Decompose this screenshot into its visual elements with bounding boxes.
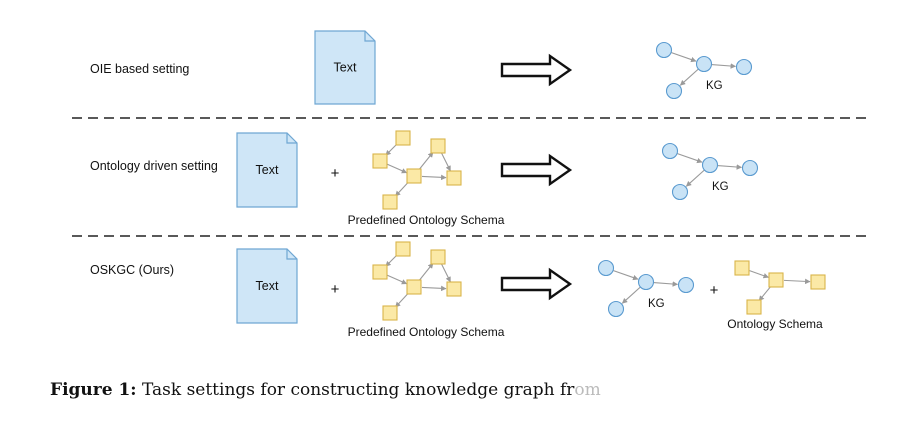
ontology-class-node (382, 305, 398, 321)
kg-node (607, 300, 625, 318)
graph-edge (395, 181, 409, 197)
ontology-class-node (382, 194, 398, 210)
document-icon (236, 132, 298, 208)
kg-node (741, 159, 759, 177)
kg-node (671, 183, 689, 201)
ontology-class-node (372, 153, 388, 169)
graph-edge (711, 63, 737, 69)
ontology-class-node (430, 249, 446, 265)
document-text: Text (256, 163, 279, 177)
document-fold-icon (286, 133, 297, 144)
document-text: Text (334, 61, 357, 75)
kg-node (665, 82, 683, 100)
graph-edge (676, 152, 703, 164)
graph-edge (679, 68, 699, 86)
predefined-schema-label: Predefined Ontology Schema (348, 325, 505, 339)
kg-node (695, 55, 713, 73)
ontology-class-node (446, 170, 462, 186)
graph-edge (717, 164, 743, 170)
kg-label: KG (706, 80, 723, 92)
graph-edge (670, 51, 697, 63)
graph-edge (653, 281, 679, 287)
kg-node (735, 58, 753, 76)
graph-edge (418, 151, 434, 171)
kg-node (701, 156, 719, 174)
ontology-class-node (406, 279, 422, 295)
graph-edge (421, 174, 447, 181)
ontology-class-node (810, 274, 826, 290)
predefined-schema-label: Predefined Ontology Schema (348, 213, 505, 227)
ontology-schema-label: Ontology Schema (727, 317, 823, 331)
kg-label: KG (648, 298, 665, 310)
transform-arrow-icon (500, 53, 573, 87)
ontology-class-node (430, 138, 446, 154)
plus-sign: + (331, 281, 340, 298)
plus-sign: + (710, 282, 719, 299)
document-icon (236, 248, 298, 324)
plus-sign: + (331, 165, 340, 182)
graph-edge (387, 163, 408, 174)
transform-arrow-icon (500, 267, 573, 301)
ontology-class-node (734, 260, 750, 276)
document-fold-icon (364, 31, 375, 42)
kg-node (655, 41, 673, 59)
figure-caption: Figure 1: Task settings for constructing… (50, 380, 601, 400)
kg-node (597, 259, 615, 277)
kg-node (661, 142, 679, 160)
transform-arrow-icon (500, 153, 573, 187)
ontology-class-node (406, 168, 422, 184)
ontology-class-node (372, 264, 388, 280)
graph-edge (385, 143, 398, 156)
ontology-class-node (446, 281, 462, 297)
kg-node (677, 276, 695, 294)
row-ontology-driven: Text + Predefined Ontology Schema KG (236, 130, 759, 227)
graph-edge (621, 286, 641, 304)
graph-edge (387, 274, 408, 285)
graph-edge (421, 285, 447, 292)
caption-text: Task settings for constructing knowledge… (136, 380, 575, 400)
graph-edge (758, 285, 772, 302)
graph-edge (441, 263, 451, 283)
ontology-class-node (395, 241, 411, 257)
graph-edge (395, 292, 409, 308)
caption-text-faded: om (574, 380, 601, 400)
graph-edge (385, 254, 398, 267)
document-icon (314, 30, 376, 105)
row-label-oskgc: OSKGC (Ours) (90, 263, 174, 277)
row-oskgc: Text + Predefined Ontology Schema KG + Ontolo… (236, 241, 826, 339)
kg-node (637, 273, 655, 291)
row-label-ontology-driven: Ontology driven setting (90, 159, 218, 173)
ontology-class-node (768, 272, 784, 288)
ontology-class-node (746, 299, 762, 315)
graph-edge (685, 169, 705, 187)
document-fold-icon (286, 249, 297, 260)
caption-prefix: Figure 1: (50, 380, 137, 400)
graph-edge (783, 278, 811, 285)
graph-edge (749, 270, 769, 279)
kg-label: KG (712, 181, 729, 193)
ontology-class-node (395, 130, 411, 146)
graph-edge (418, 262, 434, 282)
graph-edge (441, 152, 451, 172)
row-label-oie: OIE based setting (90, 62, 189, 76)
document-text: Text (256, 279, 279, 293)
graph-edge (612, 269, 639, 281)
